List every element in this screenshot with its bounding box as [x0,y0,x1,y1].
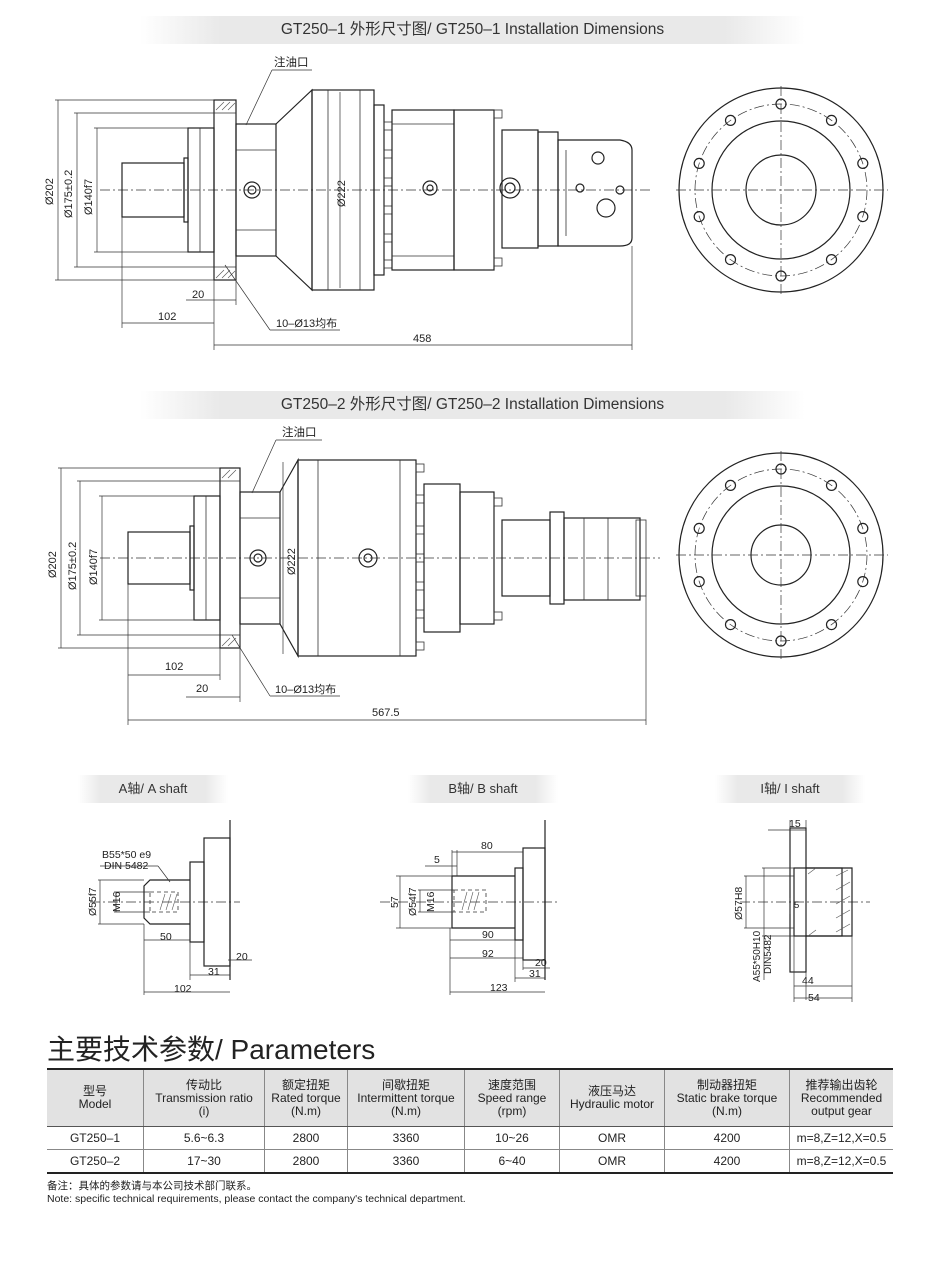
dim-d140-2: Ø140f7 [88,549,100,585]
shaft-a-spline: B55*50 e9 [102,849,151,861]
cell-speed-range: 6~40 [464,1149,560,1174]
shaft-b-57: 57 [389,896,401,908]
gt250-1-side-drawing: 注油口 Ø202 Ø175±0.2 Ø140f7 Ø222 20 102 10–… [44,55,650,350]
shaft-a-102: 102 [174,983,192,995]
dim-d175: Ø175±0.2 [63,170,75,218]
section1-title: GT250–1 外形尺寸图/ GT250–1 Installation Dime… [140,16,805,44]
cell-speed-range: 10~26 [464,1126,560,1150]
cell-hydraulic-motor: OMR [559,1126,665,1150]
cell-rated-torque: 2800 [264,1149,348,1174]
shaft-i-44: 44 [802,975,814,987]
cell-brake-torque: 4200 [664,1126,790,1150]
shaft-i-din: DIN5482 [763,934,774,974]
dim-d175-2: Ø175±0.2 [67,542,79,590]
shaft-i-15: 15 [789,818,801,830]
shaft-a-31: 31 [208,966,220,978]
shaft-a-50: 50 [160,931,172,943]
shaft-a-20: 20 [236,951,248,963]
shaft-a-title: A轴/ A shaft [78,775,228,803]
footnote-cn: 备注：具体的参数请与本公司技术部门联系。 [47,1180,257,1192]
dim-d222-2: Ø222 [286,548,298,575]
cell-output-gear: m=8,Z=12,X=0.5 [789,1149,893,1174]
gt250-2-flange-view [676,451,888,661]
shaft-b-123: 123 [490,982,508,994]
cell-intermittent-torque: 3360 [347,1149,465,1174]
dim-d202: Ø202 [44,178,56,205]
shaft-b-d54: Ø54f7 [407,887,419,916]
oil-port-label-2: 注油口 [282,425,317,439]
shaft-b-m16: M16 [425,891,437,912]
section2-title: GT250–2 外形尺寸图/ GT250–2 Installation Dime… [140,391,805,419]
shaft-b-title: B轴/ B shaft [408,775,558,803]
parameters-title: 主要技术参数/ Parameters [47,1034,376,1065]
shaft-i-d57: Ø57H8 [733,887,745,920]
shaft-b-80: 80 [481,840,493,852]
cell-model: GT250–2 [47,1149,144,1174]
shaft-i-title: I轴/ I shaft [715,775,865,803]
dim-d202-2: Ø202 [47,551,59,578]
cell-model: GT250–1 [47,1126,144,1150]
dim-20-2: 20 [196,683,208,695]
dim-20: 20 [192,289,204,301]
cell-rated-torque: 2800 [264,1126,348,1150]
shaft-b-20: 20 [535,957,547,969]
shaft-a-din: DIN 5482 [104,860,149,872]
shaft-i-drawing: 15 Ø57H8 5 A55*50H10 DIN5482 44 54 [733,818,870,1004]
table-row: GT250–1 5.6~6.3 2800 3360 10~26 OMR 4200… [47,1126,893,1150]
holes-label: 10–Ø13均布 [276,317,337,330]
holes-label-2: 10–Ø13均布 [275,683,336,696]
shaft-i-54: 54 [808,992,820,1004]
dim-102-2: 102 [165,661,183,673]
shaft-i-spline: A55*50H10 [752,930,763,982]
dim-d140: Ø140f7 [83,179,95,215]
shaft-b-5: 5 [434,854,440,866]
dim-567: 567.5 [372,707,400,719]
dim-d222: Ø222 [336,180,348,207]
cell-intermittent-torque: 3360 [347,1126,465,1150]
cell-ratio: 17~30 [143,1149,265,1174]
cell-ratio: 5.6~6.3 [143,1126,265,1150]
footnote: 备注：具体的参数请与本公司技术部门联系。 Note: specific tech… [47,1180,466,1206]
cell-brake-torque: 4200 [664,1149,790,1174]
shaft-b-drawing: 80 5 57 Ø54f7 M16 90 92 20 31 123 [380,820,560,995]
shaft-b-31: 31 [529,968,541,980]
cell-output-gear: m=8,Z=12,X=0.5 [789,1126,893,1150]
gt250-2-side-drawing: 注油口 Ø202 Ø175±0.2 Ø140f7 Ø222 102 20 10–… [47,425,660,725]
shaft-i-5: 5 [794,900,799,911]
dim-102: 102 [158,311,176,323]
shaft-a-drawing: B55*50 e9 DIN 5482 Ø55f7 M16 50 20 31 10… [87,820,252,995]
gt250-1-flange-view [676,86,888,296]
footnote-en: Note: specific technical requirements, p… [47,1193,466,1205]
dim-458: 458 [413,333,431,345]
shaft-b-92: 92 [482,948,494,960]
shaft-b-90: 90 [482,929,494,941]
cell-hydraulic-motor: OMR [559,1149,665,1174]
table-row: GT250–2 17~30 2800 3360 6~40 OMR 4200 m=… [47,1149,893,1174]
oil-port-label: 注油口 [274,55,309,69]
shaft-a-m16: M16 [111,891,123,912]
shaft-a-d55: Ø55f7 [87,887,99,916]
